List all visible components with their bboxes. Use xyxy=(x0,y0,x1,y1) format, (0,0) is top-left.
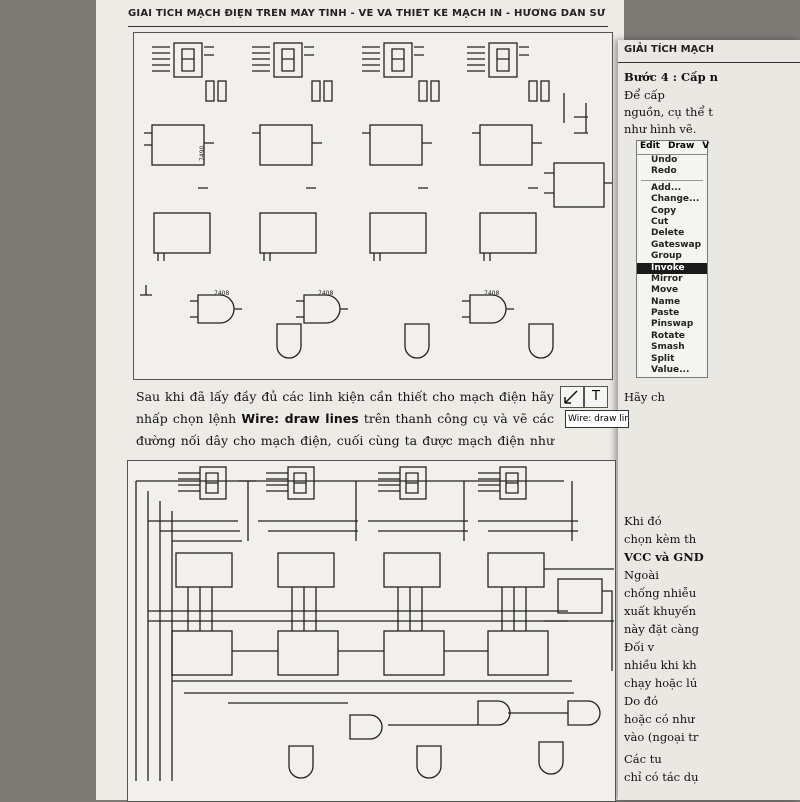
right-header-rule xyxy=(618,62,800,63)
paragraph-text-before: Sau khi đã lấy đầy đủ các linh kiện cần … xyxy=(136,389,554,426)
menu-item-invoke[interactable]: Invoke xyxy=(637,262,707,274)
right-line-3: như hình vẽ. xyxy=(624,122,697,136)
schematic-wired-circuit xyxy=(127,460,616,802)
right-body-12: hoặc có như xyxy=(624,712,695,726)
right-body-1: Khi đó xyxy=(624,514,662,528)
text-tool-button[interactable]: T xyxy=(584,386,608,408)
menu-item-delete[interactable]: Delete xyxy=(651,228,685,239)
seven-seg-display-4 xyxy=(467,42,529,78)
gate-label-3: 7408 xyxy=(484,290,499,297)
gate-label-1: 7408 xyxy=(214,290,229,297)
eagle-toolbar: T Wire: draw lines xyxy=(560,386,629,430)
menu-item-redo[interactable]: Redo xyxy=(651,166,677,177)
wired-display-4 xyxy=(499,466,527,500)
header-rule xyxy=(128,26,608,27)
right-body-2: chọn kèm th xyxy=(624,532,697,546)
right-body-9: nhiều khi kh xyxy=(624,658,697,672)
right-body-13: vào (ngoại tr xyxy=(624,730,699,744)
seven-seg-display-2 xyxy=(252,42,314,78)
right-body-10: chạy hoặc lú xyxy=(624,676,698,690)
right-body-7: này đặt càng xyxy=(624,622,699,636)
menu-item-change[interactable]: Change... xyxy=(651,194,700,205)
command-name: Wire: draw lines xyxy=(241,411,359,426)
right-line-mid: Hãy ch xyxy=(624,390,665,404)
right-body-6: xuất khuyến xyxy=(624,604,696,618)
paragraph-text-after: trên thanh công cụ và vẽ các đường nối d… xyxy=(136,411,554,470)
right-body-15: chỉ có tác dụ xyxy=(624,770,699,784)
wire-tooltip: Wire: draw lines xyxy=(565,410,629,428)
chip-label-1: 7490 xyxy=(199,146,206,161)
menu-item-smash[interactable]: Smash xyxy=(651,342,685,353)
right-body-4: Ngoài xyxy=(624,568,659,582)
page-header: GIẢI TÍCH MẠCH ĐIỆN TRÊN MÁY TÍNH - VẼ V… xyxy=(128,8,608,19)
right-body-11: Do đó xyxy=(624,694,659,708)
wire-tool-button[interactable] xyxy=(560,386,584,408)
menu-edit[interactable]: Edit xyxy=(640,141,660,151)
menu-item-undo[interactable]: Undo xyxy=(651,155,678,165)
right-page-header: GIẢI TÍCH MẠCH xyxy=(624,44,714,55)
menu-item-paste[interactable]: Paste xyxy=(651,308,680,319)
wire-pencil-icon xyxy=(564,390,578,404)
menu-item-split[interactable]: Split xyxy=(651,353,675,364)
schematic-parts-svg: 7490 7408 7408 7408 xyxy=(140,42,612,359)
gate-label-2: 7408 xyxy=(318,290,333,297)
schematic-parts-placed: 7490 7408 7408 7408 xyxy=(133,32,613,380)
wired-display-1 xyxy=(199,466,227,500)
menu-item-cut[interactable]: Cut xyxy=(651,216,669,227)
menu-item-name[interactable]: Name xyxy=(651,296,681,307)
menu-view[interactable]: V xyxy=(702,141,710,151)
edit-menu: Edit Draw V Undo Redo Add... Change... Cop… xyxy=(636,140,710,378)
body-paragraph: Sau khi đã lấy đầy đủ các linh kiện cần … xyxy=(136,386,554,474)
menu-item-add[interactable]: Add... xyxy=(651,182,682,193)
menu-draw[interactable]: Draw xyxy=(667,141,695,151)
menu-item-gateswap[interactable]: Gateswap xyxy=(651,239,702,250)
menu-separator xyxy=(641,179,703,181)
right-body-14: Các tu xyxy=(624,752,662,766)
right-body-5: chống nhiễu xyxy=(624,586,697,600)
right-step-heading: Bước 4 : Cấp n xyxy=(624,70,719,84)
menu-item-rotate[interactable]: Rotate xyxy=(651,330,685,341)
menu-item-mirror[interactable]: Mirror xyxy=(651,273,683,284)
right-line-1: Để cấp xyxy=(624,88,665,102)
right-body-8: Đối v xyxy=(624,640,655,654)
wired-display-3 xyxy=(399,466,427,500)
right-line-2: nguồn, cụ thể t xyxy=(624,105,713,119)
right-body-3: VCC và GND xyxy=(624,550,704,564)
seven-seg-display-3 xyxy=(362,42,424,78)
wired-circuit-svg xyxy=(135,466,614,781)
seven-seg-display-1 xyxy=(152,42,214,78)
menu-item-pinswap[interactable]: Pinswap xyxy=(651,319,694,330)
edit-menu-bar: Edit Draw V xyxy=(637,141,710,155)
wired-display-2 xyxy=(287,466,315,500)
menu-item-move[interactable]: Move xyxy=(651,285,679,296)
menu-item-copy[interactable]: Copy xyxy=(651,205,677,216)
menu-item-value[interactable]: Value... xyxy=(651,365,690,376)
menu-item-group[interactable]: Group xyxy=(651,251,682,262)
